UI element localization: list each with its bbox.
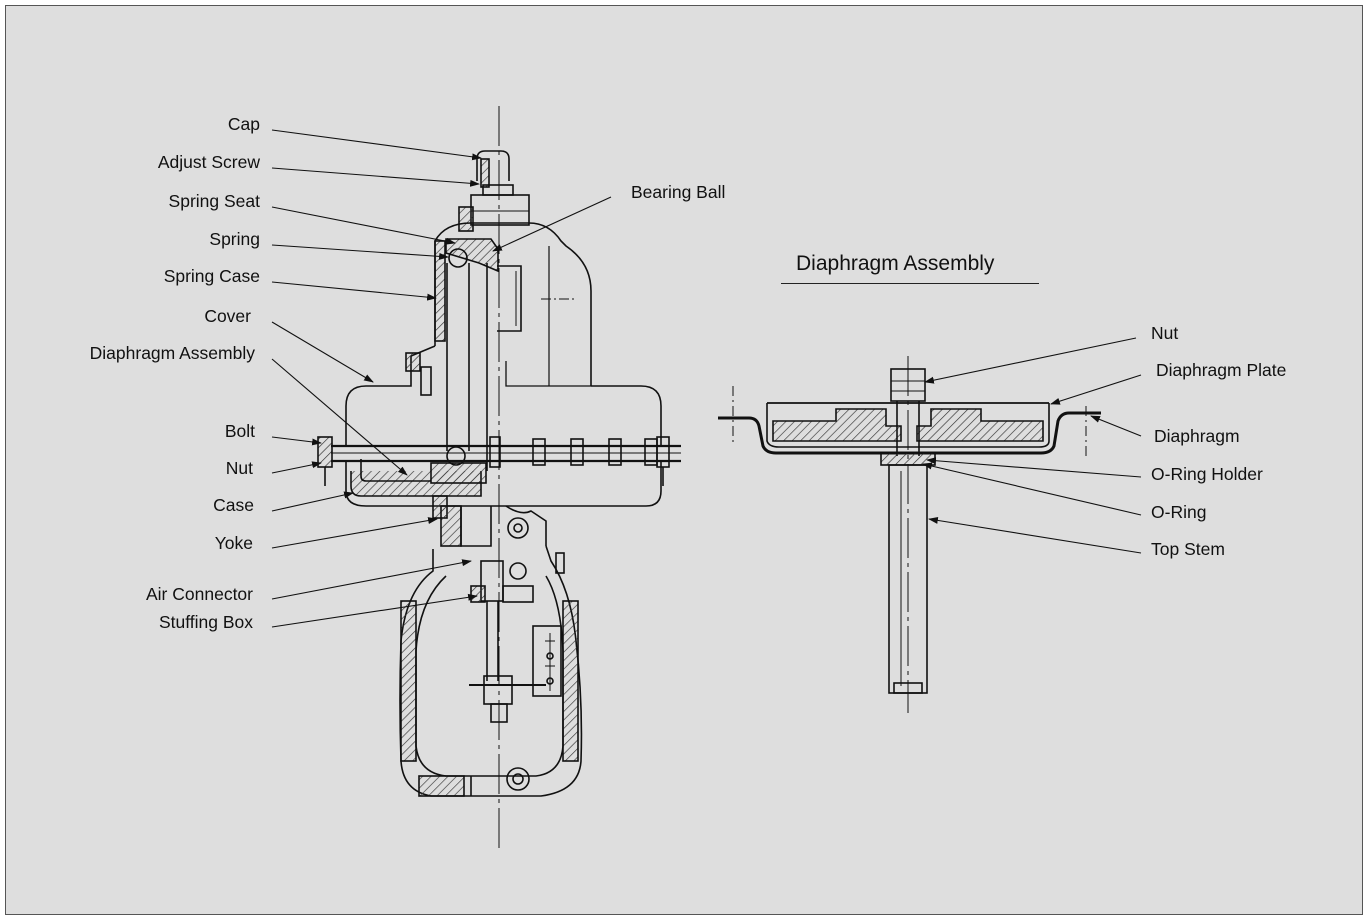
leader-lines xyxy=(271,129,1142,628)
label-top-stem: Top Stem xyxy=(1151,539,1225,559)
label-diaphragm-assembly: Diaphragm Assembly xyxy=(89,343,255,363)
label-assembly-nut: Nut xyxy=(1151,323,1179,343)
flange-part xyxy=(331,444,681,463)
label-nut: Nut xyxy=(225,458,253,478)
label-spring: Spring xyxy=(209,229,260,249)
label-diaphragm: Diaphragm xyxy=(1154,426,1240,446)
label-spring-case: Spring Case xyxy=(163,266,260,286)
assembly-title: Diaphragm Assembly xyxy=(796,252,995,275)
label-oring: O-Ring xyxy=(1151,502,1207,522)
cap-part xyxy=(476,150,514,196)
diaphragm-assembly-part xyxy=(350,446,487,497)
label-cap: Cap xyxy=(227,114,260,134)
spring-case-part xyxy=(434,222,592,386)
cover-part xyxy=(345,345,662,447)
diagram-frame: Cap Adjust Screw Spring Seat Spring Spri… xyxy=(5,5,1363,915)
label-bolt: Bolt xyxy=(224,421,255,441)
label-diaphragm-plate: Diaphragm Plate xyxy=(1156,360,1287,380)
adjust-screw-part xyxy=(458,194,530,232)
assembly-title-rule xyxy=(781,283,1039,284)
label-spring-seat: Spring Seat xyxy=(168,191,260,211)
spring-column xyxy=(446,263,488,471)
top-stem-part xyxy=(880,401,936,694)
valve-actuator-drawing xyxy=(271,106,1142,853)
diaphragm-plate-part xyxy=(766,402,1050,448)
yoke-part xyxy=(399,505,583,797)
label-stuffing-box: Stuffing Box xyxy=(158,612,253,632)
label-cover: Cover xyxy=(204,306,251,326)
label-oring-holder: O-Ring Holder xyxy=(1151,464,1263,484)
label-bearing-ball: Bearing Ball xyxy=(631,182,726,202)
label-yoke: Yoke xyxy=(214,533,253,553)
indicator-plate xyxy=(532,625,562,697)
label-adjust-screw: Adjust Screw xyxy=(157,152,260,172)
stem-part xyxy=(469,560,546,723)
label-case: Case xyxy=(213,495,254,515)
spring-ball xyxy=(448,248,468,268)
label-air-connector: Air Connector xyxy=(146,584,253,604)
assembly-nut-part xyxy=(890,368,926,402)
